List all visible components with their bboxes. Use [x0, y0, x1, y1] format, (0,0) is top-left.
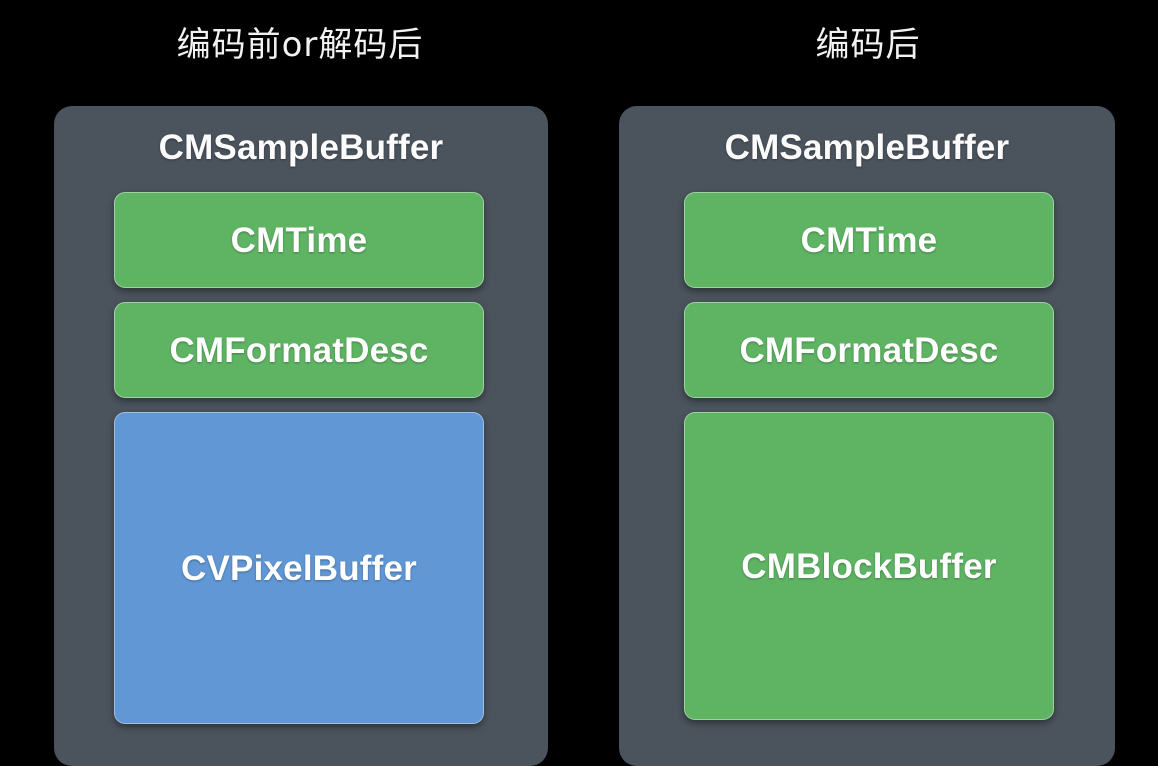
block-cmtime-right: CMTime [684, 192, 1054, 288]
block-cvpixelbuffer: CVPixelBuffer [114, 412, 484, 724]
block-cmblockbuffer: CMBlockBuffer [684, 412, 1054, 720]
block-cmformatdesc-left: CMFormatDesc [114, 302, 484, 398]
right-panel-caption: 编码后 [815, 25, 921, 65]
block-label-cmtime-right: CMTime [800, 220, 938, 260]
block-cmformatdesc-right: CMFormatDesc [684, 302, 1054, 398]
left-panel-caption: 编码前or解码后 [176, 25, 424, 65]
block-label-cvpixelbuffer: CVPixelBuffer [181, 548, 417, 588]
block-label-cmtime-left: CMTime [230, 220, 368, 260]
panel-title-before-encode: CMSampleBuffer [158, 128, 444, 167]
block-cmtime-left: CMTime [114, 192, 484, 288]
panel-title-after-encode: CMSampleBuffer [724, 128, 1010, 167]
panel-after-encode: CMSampleBuffer CMTime CMFormatDesc CMBlo… [619, 106, 1115, 766]
panel-before-encode: CMSampleBuffer CMTime CMFormatDesc CVPix… [54, 106, 548, 766]
block-label-cmblockbuffer: CMBlockBuffer [741, 546, 997, 586]
block-label-cmformatdesc-left: CMFormatDesc [169, 330, 429, 370]
block-label-cmformatdesc-right: CMFormatDesc [739, 330, 999, 370]
